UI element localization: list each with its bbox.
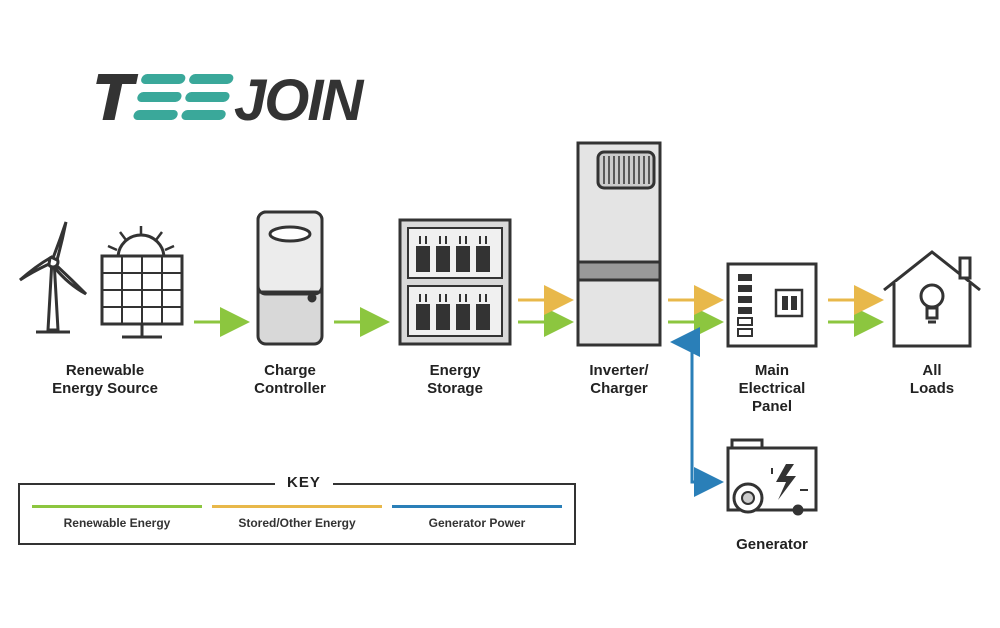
key-title: KEY	[275, 474, 333, 491]
logo-graphic: JOIN	[96, 68, 366, 133]
generator-icon	[726, 438, 818, 516]
label-all-loads: All Loads	[909, 362, 955, 397]
key-swatch-stored	[212, 505, 382, 508]
label-charge-controller: Charge Controller	[254, 362, 326, 397]
label-energy-storage: Energy Storage	[427, 362, 483, 397]
label-renewable-source: Renewable Energy Source	[52, 362, 158, 397]
generator-flow-arrows	[670, 327, 724, 497]
key-swatch-generator	[392, 505, 562, 508]
solar-panel-icon	[100, 226, 184, 339]
energy-storage-icon	[398, 218, 512, 346]
key-item-generator: Generator Power	[392, 505, 562, 530]
inverter-charger-icon	[576, 141, 662, 347]
brand-logo: JOIN	[86, 66, 386, 133]
label-generator: Generator	[736, 536, 808, 553]
key-item-stored: Stored/Other Energy	[212, 505, 382, 530]
label-main-electrical-panel: Main Electrical Panel	[738, 362, 806, 415]
charge-controller-icon	[256, 210, 324, 346]
key-item-renewable: Renewable Energy	[32, 505, 202, 530]
label-inverter-charger: Inverter/ Charger	[589, 362, 649, 397]
key-label-renewable: Renewable Energy	[63, 516, 171, 530]
key-label-stored: Stored/Other Energy	[238, 516, 356, 530]
wind-turbine-icon	[19, 221, 88, 334]
key-label-generator: Generator Power	[428, 516, 526, 530]
key-swatch-renewable	[32, 505, 202, 508]
electrical-panel-icon	[726, 262, 818, 348]
house-icon	[883, 250, 981, 348]
svg-text:JOIN: JOIN	[234, 68, 364, 130]
legend-key: KEY Renewable Energy Stored/Other Energy…	[18, 474, 576, 545]
